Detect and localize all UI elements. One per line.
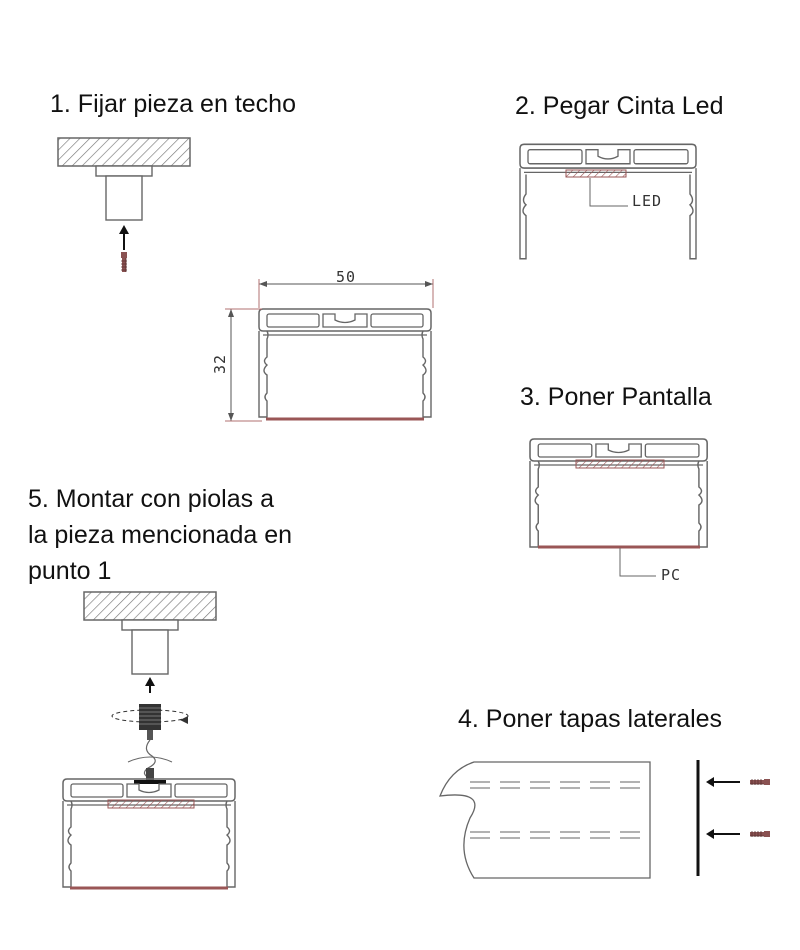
step4-title: 4. Poner tapas laterales	[458, 705, 723, 733]
step5-title-line2: la pieza mencionada en	[28, 521, 293, 549]
led-label: LED	[632, 192, 663, 210]
step1-title: 1. Fijar pieza en techo	[50, 90, 296, 118]
step2-title: 2. Pegar Cinta Led	[515, 92, 724, 120]
left-arrow-icon	[706, 777, 714, 787]
step3-figure	[529, 438, 708, 577]
step5-title: 5. Montar con piolas a la pieza menciona…	[28, 481, 292, 589]
step1-figure	[57, 137, 191, 273]
screw-icon	[749, 778, 771, 786]
pc-label: PC	[661, 566, 682, 584]
step4-figure	[439, 760, 771, 879]
up-arrow-icon	[145, 677, 155, 686]
step5-title-line1: 5. Montar con piolas a	[28, 485, 274, 513]
width-dimension-label: 50	[336, 268, 357, 286]
height-dimension-label: 32	[211, 353, 230, 375]
rotate-arrow-icon	[180, 716, 188, 724]
screw-icon	[120, 251, 128, 273]
step3-title: 3. Poner Pantalla	[520, 383, 712, 411]
left-arrow-icon	[706, 829, 714, 839]
step5-title-line3: punto 1	[28, 557, 112, 585]
screw-icon	[749, 830, 771, 838]
step5-figure	[62, 591, 236, 890]
step2-figure	[519, 143, 697, 260]
dimension-profile	[225, 279, 434, 422]
